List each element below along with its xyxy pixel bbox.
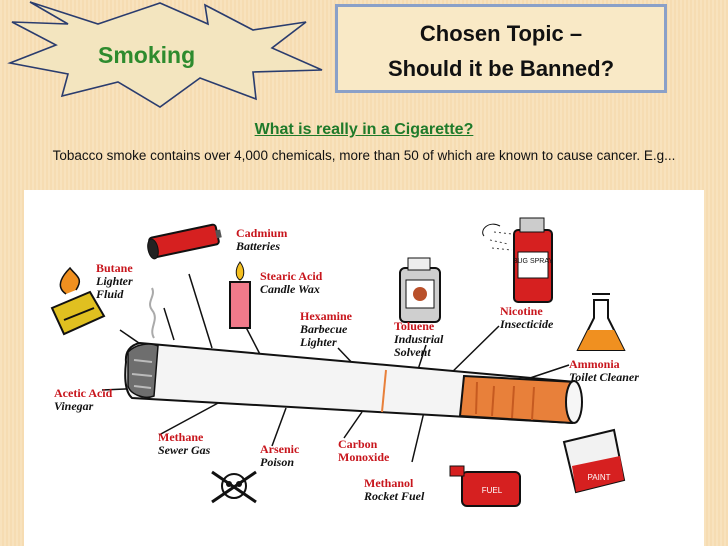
chemical-name: Stearic Acid <box>260 269 323 283</box>
chemical-label: Ammonia Toilet Cleaner <box>569 358 639 384</box>
chemical-name: Hexamine <box>300 309 352 323</box>
chemical-label: Cadmium Batteries <box>236 227 287 253</box>
poison-skull-illustration <box>211 470 257 504</box>
chemical-label: Methane Sewer Gas <box>158 431 210 457</box>
candle-illustration <box>229 261 251 329</box>
chemical-name: Cadmium <box>236 226 288 240</box>
bug-spray-label: BUG SPRAY <box>513 258 554 265</box>
chemical-use: Vinegar <box>54 399 94 413</box>
chemical-label: Butane Lighter Fluid <box>96 262 148 301</box>
chemical-use: Barbecue Lighter <box>300 322 348 349</box>
chemical-name: Acetic Acid <box>54 386 113 400</box>
fuel-can-illustration: FUEL <box>449 465 521 507</box>
chemical-label: Methanol Rocket Fuel <box>364 477 424 503</box>
paint-can-illustration: PAINT <box>562 428 626 494</box>
paint-label: PAINT <box>588 473 611 482</box>
chemical-use: Lighter Fluid <box>96 274 133 301</box>
chemical-label: Stearic Acid Candle Wax <box>260 270 322 296</box>
chemical-label: Toluene Industrial Solvent <box>394 320 464 359</box>
chemical-use: Candle Wax <box>260 282 320 296</box>
badge-label: Smoking <box>98 42 196 68</box>
chemical-label: Acetic Acid Vinegar <box>54 387 112 413</box>
lighter-fluid-illustration <box>50 266 106 336</box>
cigarette-diagram: BUG SPRAY FUEL PAINT <box>50 217 626 507</box>
chemical-use: Batteries <box>236 239 280 253</box>
chemical-use: Rocket Fuel <box>364 489 425 503</box>
smoking-starburst-badge <box>7 1 323 108</box>
chemical-name: Ammonia <box>569 357 620 371</box>
cigarette-illustration-panel: BUG SPRAY FUEL PAINT Butane Lighter <box>24 190 704 546</box>
chemical-name-line-2: Monoxide <box>338 450 390 464</box>
chemical-use: Sewer Gas <box>158 443 211 457</box>
chemical-name: Methane <box>158 430 204 444</box>
title-line-1: Chosen Topic – <box>419 21 583 46</box>
chemical-use: Industrial Solvent <box>394 332 444 359</box>
chemical-use: Toilet Cleaner <box>569 370 639 384</box>
title-line-2: Should it be Banned? <box>387 56 615 81</box>
battery-illustration <box>147 223 222 260</box>
cigarette <box>124 287 583 425</box>
intro-text: Tobacco smoke contains over 4,000 chemic… <box>52 148 676 163</box>
chemical-label: Hexamine Barbecue Lighter <box>300 310 370 349</box>
chemical-name: Toluene <box>394 319 435 333</box>
section-heading: What is really in a Cigarette? <box>254 121 474 138</box>
chemical-name: Arsenic <box>260 442 300 456</box>
chemical-use: Poison <box>260 455 295 469</box>
ammonia-flask-illustration <box>576 293 626 351</box>
bug-spray-illustration: BUG SPRAY <box>482 217 554 303</box>
chemical-name: Nicotine <box>500 304 543 318</box>
chemical-use: Insecticide <box>500 317 554 331</box>
chemical-label: Arsenic Poison <box>260 443 299 469</box>
chemical-name: Butane <box>96 261 133 275</box>
chemical-name: Methanol <box>364 476 414 490</box>
chemical-label: Carbon Monoxide <box>338 438 389 464</box>
solvent-can-illustration <box>399 257 441 323</box>
chemical-label: Nicotine Insecticide <box>500 305 553 331</box>
chemical-name: Carbon <box>338 437 378 451</box>
title-box: Chosen Topic – Should it be Banned? <box>335 4 667 93</box>
fuel-label: FUEL <box>482 486 503 495</box>
